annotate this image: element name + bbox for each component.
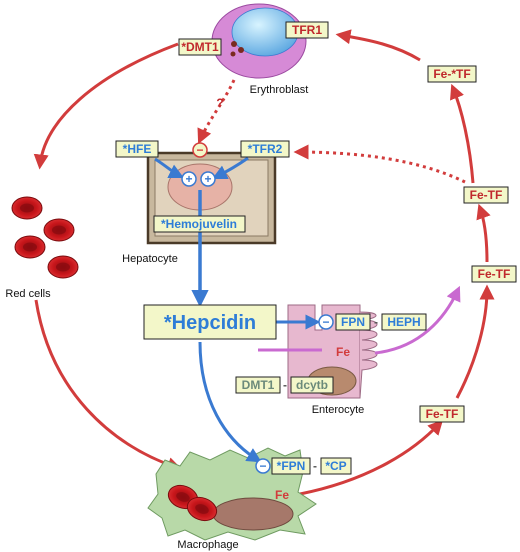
fe-tf-middle-tag: Fe-TF — [478, 267, 511, 281]
path-erythroblast-to-red-cells — [33, 42, 179, 170]
fe-tf-top-box — [427, 65, 477, 83]
question-mark: ? — [216, 96, 223, 110]
fe-macrophage-label: Fe — [275, 488, 289, 502]
dcytb-tag: dcytb — [296, 378, 328, 392]
path-macrophage-to-fe-tf — [299, 419, 444, 496]
fpn-heph-dash: - — [374, 315, 378, 329]
path-hfe-to-hepatocyte — [154, 157, 185, 179]
enterocyte-inhibit-circle — [318, 314, 334, 330]
fe-tf-middle-box — [471, 265, 517, 283]
dmt1-dcytb-dash: - — [283, 378, 287, 392]
path-fe-tf-upper-to-top — [450, 83, 475, 184]
heph-box — [381, 313, 427, 331]
path-tfr2-to-hepatocyte — [211, 156, 249, 180]
hemojuvelin-box — [153, 215, 246, 233]
hepcidin-box — [143, 304, 277, 340]
dotted-fe-tf-to-tfr2 — [293, 144, 466, 184]
path-red-cells-to-macrophage — [34, 299, 183, 472]
tfr2-box — [240, 140, 290, 158]
cp-box — [320, 457, 352, 475]
fe-tf-lower-tag: Fe-TF — [426, 407, 459, 421]
red-blood-cell-icon — [11, 196, 79, 279]
hfe-box — [115, 140, 159, 158]
fe-tf-upper-tag: Fe-TF — [470, 188, 503, 202]
dmt1-enterocyte-tag: DMT1 — [242, 378, 275, 392]
path-fe-tf-top-to-erythroblast — [335, 29, 421, 62]
dmt1-erythroblast-box — [178, 38, 222, 56]
fe-tf-upper-box — [463, 186, 509, 204]
erythroblast-inhibit-circle — [192, 142, 208, 158]
erythroblast-inhibit-symbol: − — [196, 143, 203, 157]
dmt1-enterocyte-box — [235, 376, 281, 394]
hfe-tag: *HFE — [123, 142, 152, 156]
tfr1-tag: TFR1 — [292, 23, 322, 37]
path-fe-tf-middle-to-upper — [476, 203, 491, 263]
tfr1-box — [285, 21, 329, 39]
erythroblast-label: Erythroblast — [250, 84, 309, 96]
erythroblast-cell-icon — [211, 3, 307, 79]
dmt1-erythroblast-tag: *DMT1 — [181, 40, 219, 54]
fe-tf-top-tag: Fe-*TF — [433, 67, 470, 81]
macrophage-inhibit-circle — [255, 458, 271, 474]
hepcidin-tag: *Hepcidin — [164, 312, 256, 334]
dcytb-box — [290, 376, 334, 394]
plus-symbol-left: + — [185, 172, 192, 186]
fpn-cp-dash: - — [313, 459, 317, 473]
dotted-erythroblast-signal — [197, 79, 236, 145]
heph-tag: HEPH — [387, 315, 420, 329]
macrophage-label: Macrophage — [177, 539, 238, 551]
fpn-macrophage-tag: *FPN — [277, 459, 306, 473]
enterocyte-inhibit-symbol: − — [322, 315, 329, 329]
plus-symbol-right: + — [204, 172, 211, 186]
path-hepcidin-to-macrophage-fpn — [198, 341, 262, 463]
fe-enterocyte-label: Fe — [336, 345, 350, 359]
macrophage-inhibit-symbol: − — [259, 459, 266, 473]
enterocyte-label: Enterocyte — [312, 404, 365, 416]
cp-tag: *CP — [325, 459, 346, 473]
plus-circle-right — [200, 171, 216, 187]
hemojuvelin-tag: *Hemojuvelin — [161, 217, 237, 231]
fpn-macrophage-box — [271, 457, 311, 475]
hepatocyte-label: Hepatocyte — [122, 253, 178, 265]
tfr2-tag: *TFR2 — [248, 142, 283, 156]
path-enterocyte-to-fe-tf — [374, 285, 461, 355]
fpn-enterocyte-tag: FPN — [341, 315, 365, 329]
path-fe-tf-lower-to-middle — [455, 284, 495, 399]
plus-circle-left — [181, 171, 197, 187]
fpn-enterocyte-box — [335, 313, 371, 331]
red-cells-label: Red cells — [5, 288, 51, 300]
fe-tf-lower-box — [419, 405, 465, 423]
